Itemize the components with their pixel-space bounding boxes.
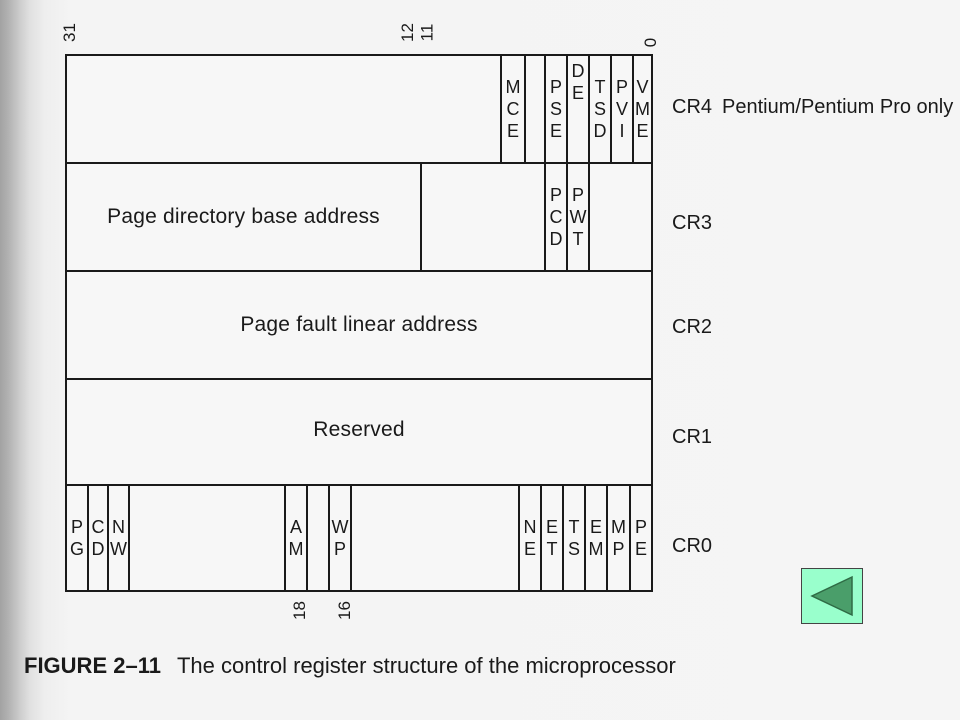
- cr0-name: CR0: [672, 535, 713, 557]
- cr0-cd-bit: C D: [87, 486, 107, 590]
- bit-number-18: 18: [289, 601, 309, 620]
- cr0-pg-bit: P G: [67, 486, 87, 590]
- cr0-et-label: E T: [545, 517, 558, 559]
- cr0-em-bit: E M: [584, 486, 606, 590]
- bit-number-16: 16: [334, 601, 354, 620]
- cr0-am-bit: A M: [284, 486, 306, 590]
- cr1-register: Reserved: [65, 378, 653, 486]
- cr4-note: Pentium/Pentium Pro only: [722, 96, 954, 118]
- cr4-vme-label: V M E: [635, 77, 650, 141]
- cr3-pwt-bit: P W T: [566, 164, 588, 270]
- cr4-reserved-bit: [524, 56, 544, 162]
- cr0-reserved-mid: [350, 486, 518, 590]
- cr0-wp-bit: W P: [328, 486, 350, 590]
- cr3-low-reserved-field: [588, 164, 651, 270]
- cr0-pg-label: P G: [69, 517, 84, 559]
- cr4-pse-bit: P S E: [544, 56, 566, 162]
- cr4-register: M C E P S E D E T S D P V I V M E: [65, 54, 653, 164]
- cr0-ts-bit: T S: [562, 486, 584, 590]
- cr3-page-directory-base-field: Page directory base address: [67, 164, 420, 270]
- triangle-left-icon: [810, 575, 853, 617]
- bit-number-31: 31: [59, 23, 79, 42]
- cr3-pcd-label: P C D: [549, 185, 563, 249]
- cr2-name: CR2: [672, 316, 713, 338]
- cr4-name-text: CR4: [672, 96, 713, 118]
- cr4-mce-label: M C E: [505, 77, 521, 141]
- back-button[interactable]: [801, 568, 863, 624]
- cr3-reserved-field: [420, 164, 544, 270]
- cr1-name: CR1: [672, 426, 713, 448]
- cr0-reserved-high: [128, 486, 284, 590]
- cr0-em-label: E M: [588, 517, 604, 559]
- cr0-am-label: A M: [288, 517, 304, 559]
- bit-number-12: 12: [397, 23, 417, 42]
- cr4-tsd-bit: T S D: [588, 56, 610, 162]
- cr1-field-label: Reserved: [313, 418, 405, 441]
- cr4-de-bit: D E: [566, 56, 588, 162]
- figure-number: FIGURE 2–11: [24, 653, 161, 678]
- cr0-register: P G C D N W A M W P N E E T T S E M M P: [65, 484, 653, 592]
- cr3-name: CR3: [672, 212, 713, 234]
- cr4-vme-bit: V M E: [632, 56, 651, 162]
- cr4-tsd-label: T S D: [593, 77, 607, 141]
- bit-number-11: 11: [417, 23, 437, 42]
- cr0-cd-label: C D: [91, 517, 105, 559]
- cr0-et-bit: E T: [540, 486, 562, 590]
- figure-caption-text: The control register structure of the mi…: [176, 653, 676, 678]
- cr0-ne-bit: N E: [518, 486, 540, 590]
- cr3-register: Page directory base address P C D P W T: [65, 162, 653, 272]
- cr4-de-label: D E: [571, 61, 585, 103]
- page-binding-shadow: [0, 0, 30, 720]
- cr0-wp-label: W P: [331, 517, 349, 559]
- cr3-pcd-bit: P C D: [544, 164, 566, 270]
- cr2-field-label: Page fault linear address: [240, 313, 478, 336]
- cr4-pvi-bit: P V I: [610, 56, 632, 162]
- cr0-nw-bit: N W: [107, 486, 128, 590]
- figure-caption: FIGURE 2–11 The control register structur…: [24, 653, 676, 679]
- cr3-pwt-label: P W T: [569, 185, 587, 249]
- cr0-ne-label: N E: [523, 517, 537, 559]
- cr0-mp-bit: M P: [606, 486, 629, 590]
- cr4-mce-bit: M C E: [500, 56, 524, 162]
- cr0-pe-bit: P E: [629, 486, 651, 590]
- cr0-bit-17: [306, 486, 328, 590]
- cr0-ts-label: T S: [567, 517, 580, 559]
- cr2-page-fault-address-field: Page fault linear address: [67, 272, 651, 378]
- bit-number-0: 0: [641, 37, 661, 48]
- cr4-name: CR4 Pentium/Pentium Pro only: [672, 96, 953, 119]
- cr0-mp-label: M P: [611, 517, 626, 559]
- cr0-pe-label: P E: [634, 517, 647, 559]
- cr0-nw-label: N W: [110, 517, 127, 559]
- cr3-field-label: Page directory base address: [107, 205, 380, 228]
- cr4-pvi-label: P V I: [615, 77, 628, 141]
- cr2-register: Page fault linear address: [65, 270, 653, 380]
- cr4-pse-label: P S E: [549, 77, 562, 141]
- cr1-reserved-field: Reserved: [67, 380, 651, 484]
